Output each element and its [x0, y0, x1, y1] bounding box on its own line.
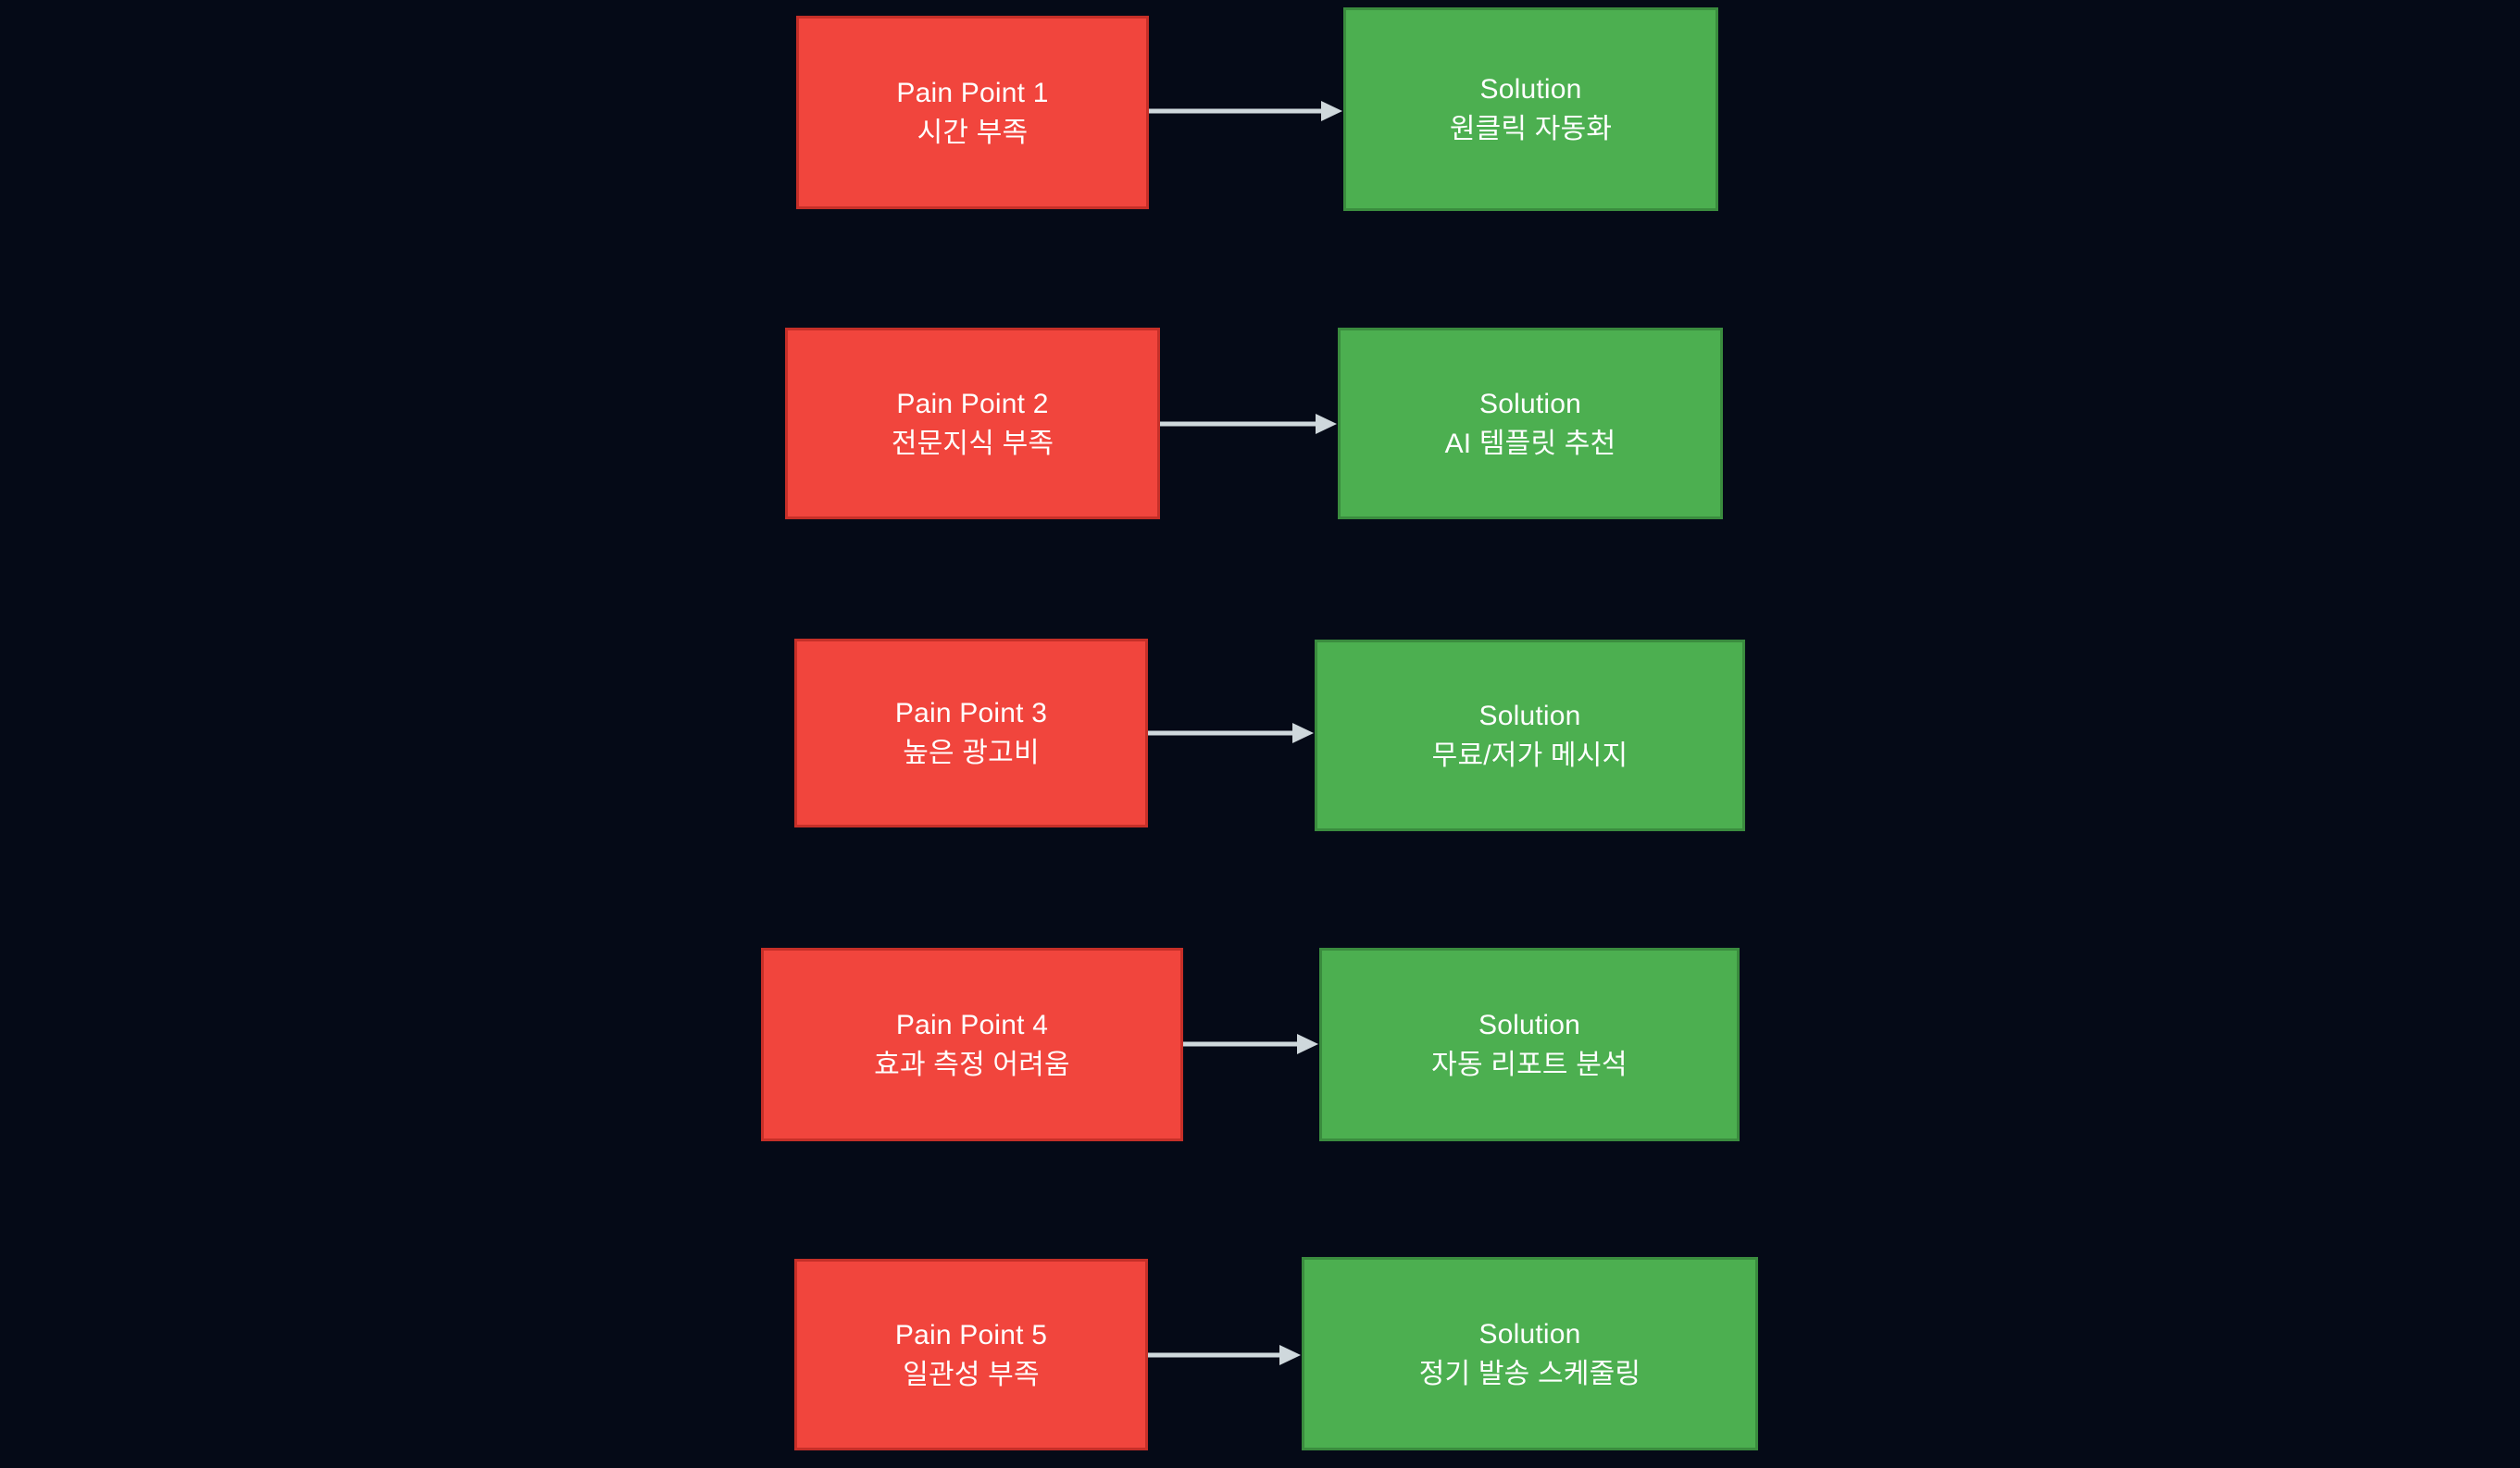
pain-point-detail: 전문지식 부족 [891, 428, 1054, 459]
pain-point-node-4[interactable]: Pain Point 4 효과 측정 어려움 [761, 948, 1183, 1141]
solution-node-1[interactable]: Solution 원클릭 자동화 [1343, 7, 1718, 211]
solution-title: Solution [1478, 388, 1581, 419]
solution-detail: 자동 리포트 분석 [1431, 1049, 1628, 1080]
pain-point-detail: 일관성 부족 [903, 1359, 1040, 1390]
pain-point-title: Pain Point 3 [894, 698, 1048, 728]
pain-point-title: Pain Point 4 [895, 1009, 1049, 1040]
pain-point-detail: 높은 광고비 [903, 738, 1040, 768]
pain-point-node-3[interactable]: Pain Point 3 높은 광고비 [794, 639, 1148, 827]
pain-point-node-2[interactable]: Pain Point 2 전문지식 부족 [785, 328, 1160, 519]
arrow-connector-2 [1160, 413, 1338, 435]
pain-point-node-5[interactable]: Pain Point 5 일관성 부족 [794, 1259, 1148, 1450]
solution-node-5[interactable]: Solution 정기 발송 스케줄링 [1302, 1257, 1758, 1450]
arrow-connector-5 [1148, 1344, 1302, 1366]
arrow-connector-3 [1148, 722, 1315, 744]
solution-title: Solution [1478, 1009, 1580, 1040]
solution-detail: 무료/저가 메시지 [1431, 740, 1628, 771]
solution-detail: AI 템플릿 추천 [1444, 428, 1616, 459]
pain-point-title: Pain Point 2 [896, 388, 1049, 419]
solution-node-2[interactable]: Solution AI 템플릿 추천 [1338, 328, 1723, 519]
solution-title: Solution [1479, 74, 1582, 105]
solution-title: Solution [1478, 700, 1581, 731]
pain-point-detail: 시간 부족 [917, 117, 1029, 148]
solution-title: Solution [1478, 1318, 1581, 1350]
solution-detail: 원클릭 자동화 [1449, 114, 1613, 144]
pain-point-node-1[interactable]: Pain Point 1 시간 부족 [796, 16, 1149, 209]
solution-node-3[interactable]: Solution 무료/저가 메시지 [1315, 640, 1745, 831]
solution-node-4[interactable]: Solution 자동 리포트 분석 [1319, 948, 1740, 1141]
arrow-connector-1 [1149, 100, 1343, 122]
pain-point-title: Pain Point 1 [896, 77, 1049, 108]
pain-point-title: Pain Point 5 [894, 1319, 1048, 1350]
pain-point-detail: 효과 측정 어려움 [874, 1049, 1070, 1080]
arrow-connector-4 [1183, 1033, 1319, 1055]
solution-detail: 정기 발송 스케줄링 [1418, 1358, 1641, 1389]
